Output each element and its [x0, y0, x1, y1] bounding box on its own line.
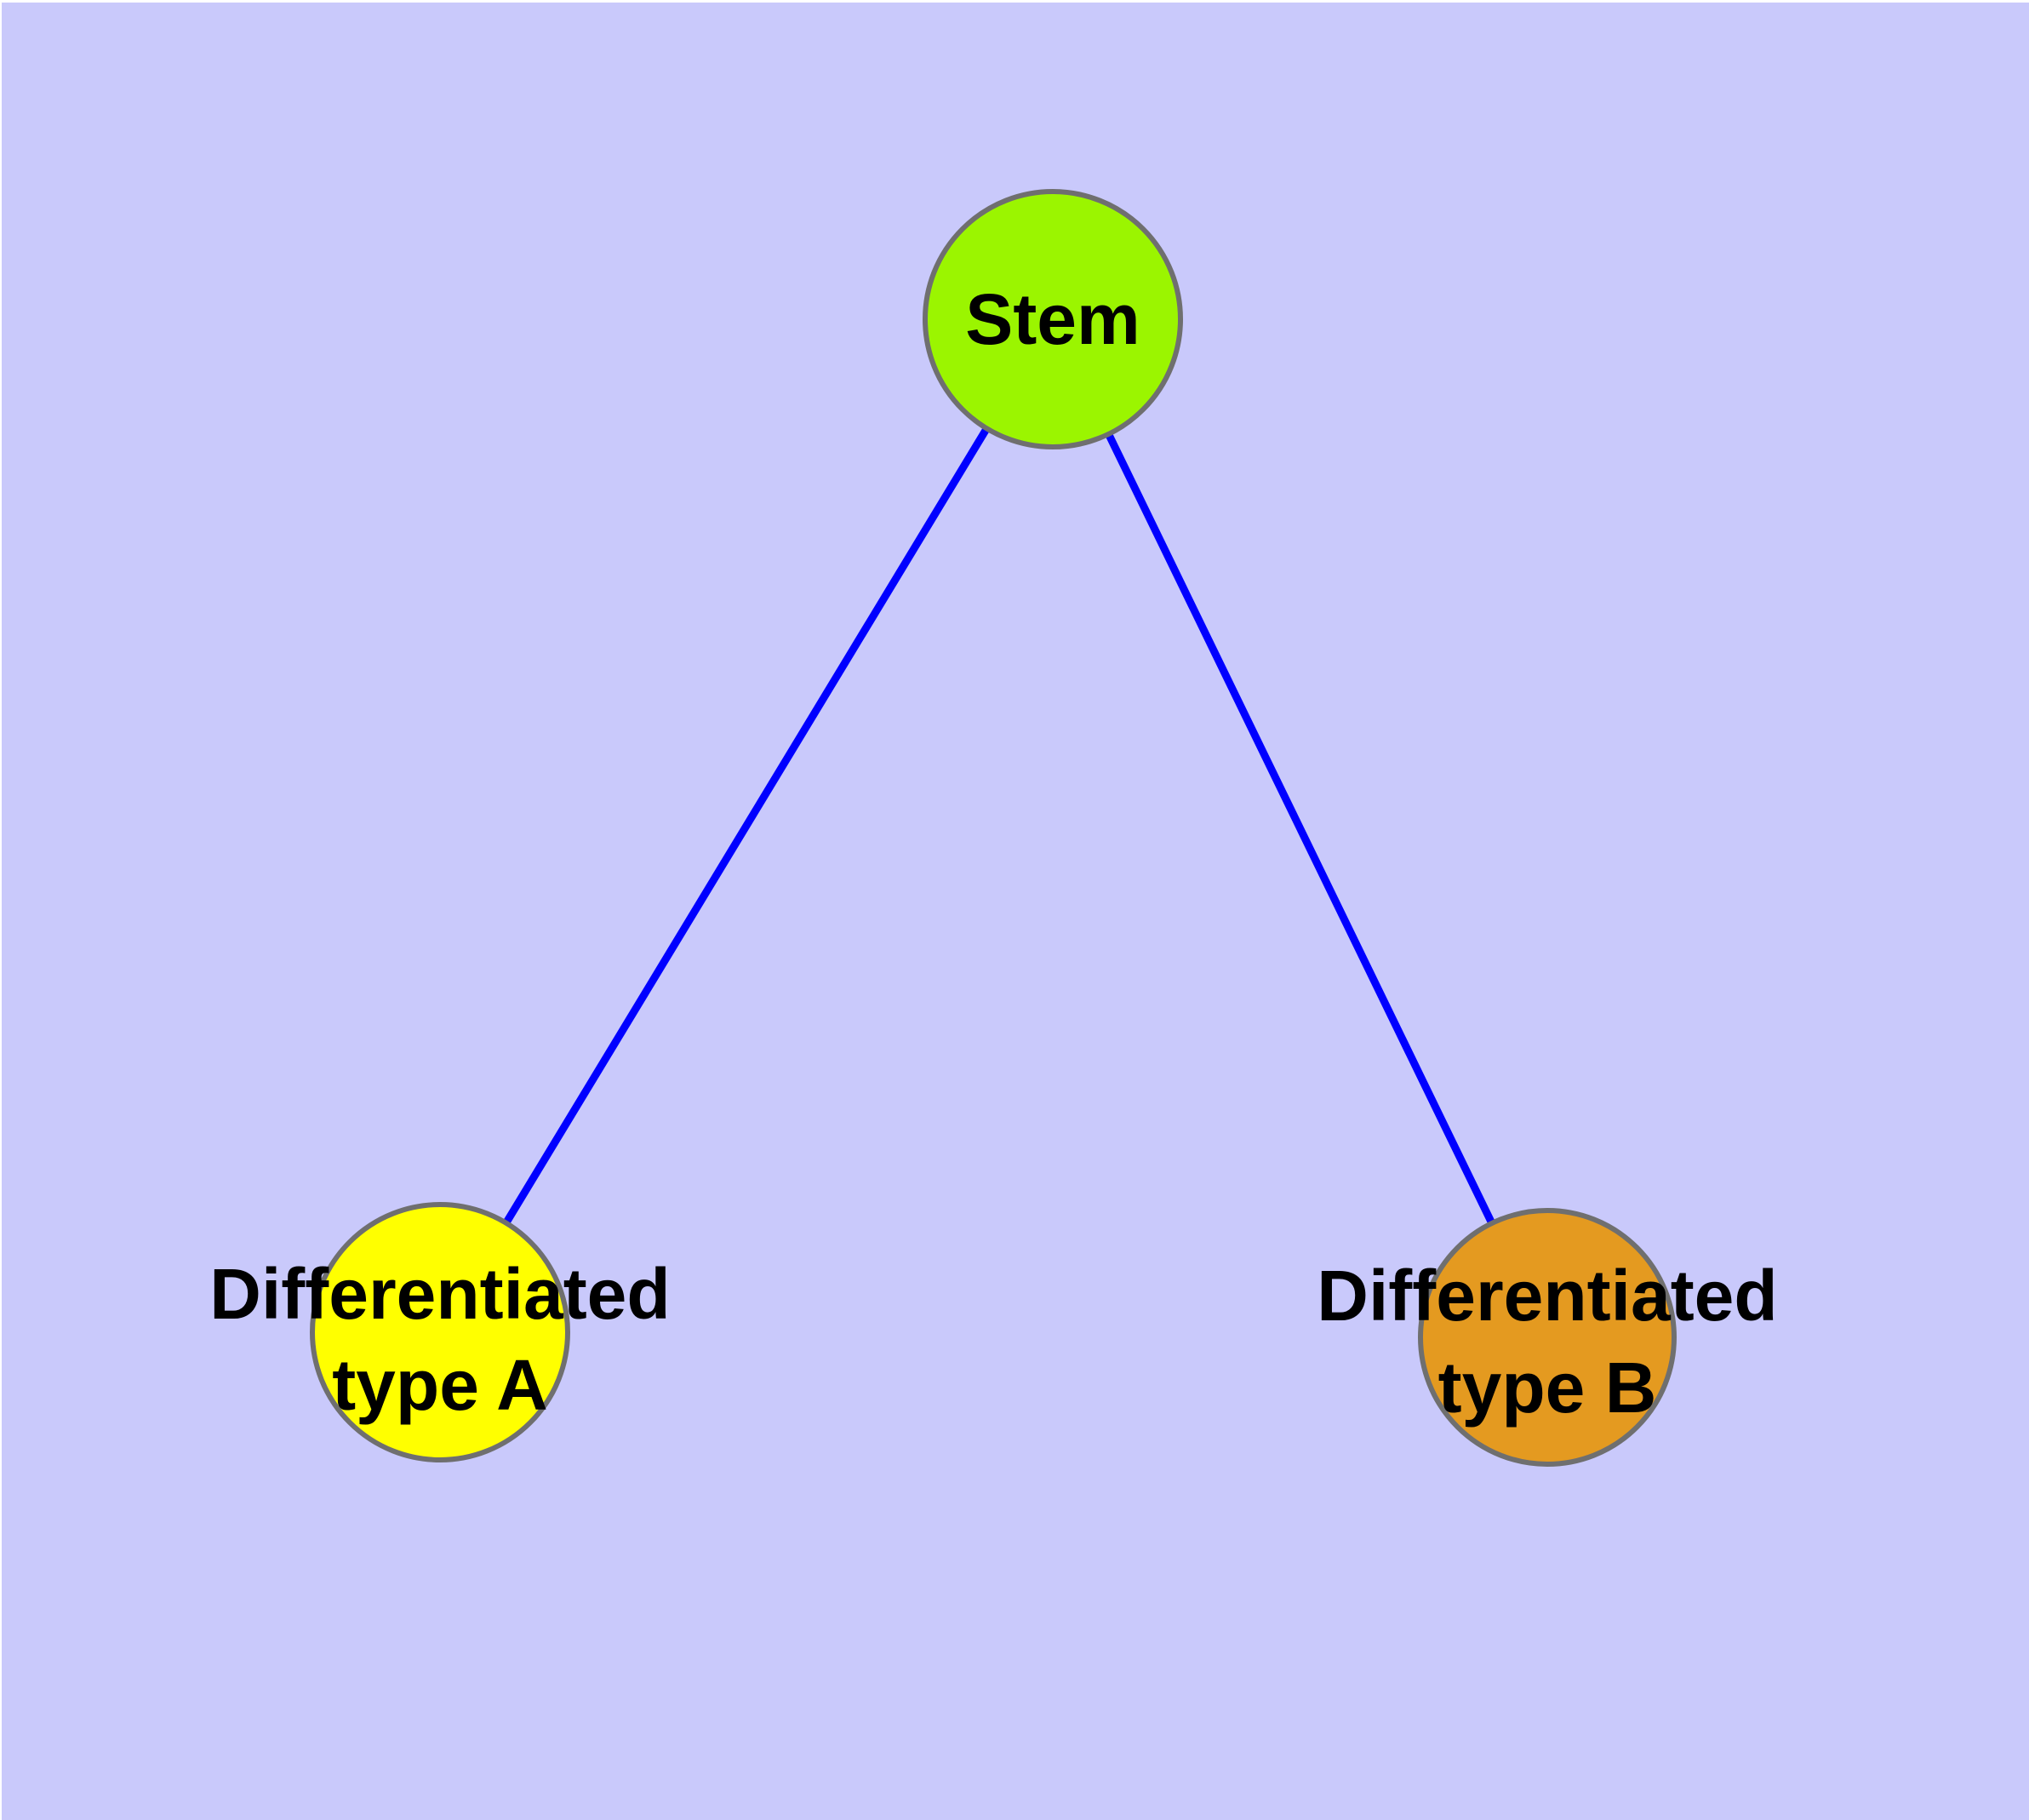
node-type-a-label-line1: Differentiated	[209, 1254, 670, 1334]
edge-stem-to-type-b	[1049, 318, 1552, 1339]
node-type-b-label-line2: type B	[1438, 1348, 1657, 1428]
node-stem	[923, 189, 1183, 449]
node-differentiated-type-b	[1418, 1208, 1677, 1467]
edge-stem-to-type-a	[437, 317, 1056, 1335]
node-differentiated-type-a	[310, 1202, 570, 1462]
node-type-a-label-line2: type A	[332, 1345, 548, 1425]
node-type-b-label-line1: Differentiated	[1317, 1256, 1777, 1336]
node-stem-label: Stem	[965, 279, 1140, 359]
